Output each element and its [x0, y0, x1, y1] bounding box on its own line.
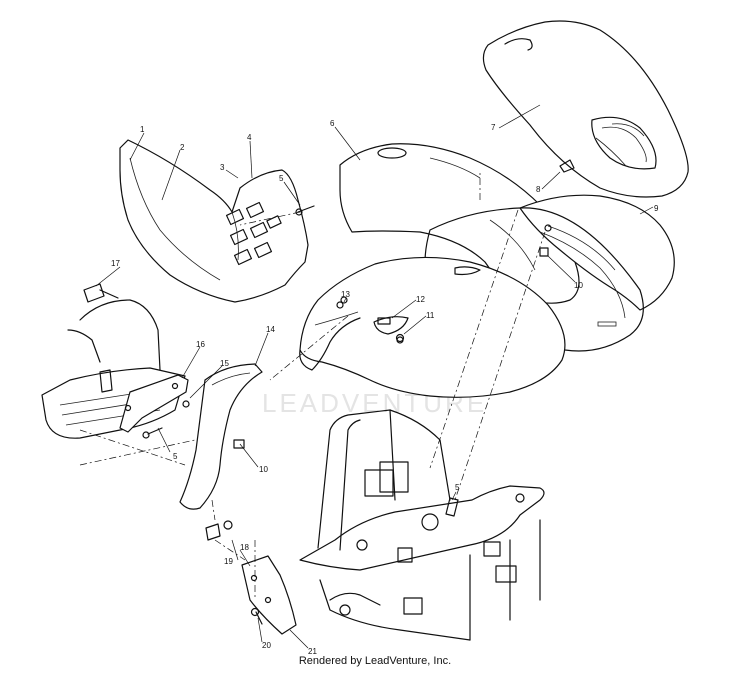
fasteners — [83, 159, 575, 625]
callout-10-lower: 10 — [259, 465, 268, 474]
callout-1: 1 — [140, 125, 145, 134]
callout-19: 19 — [224, 557, 233, 566]
callout-14: 14 — [266, 325, 275, 334]
callout-13: 13 — [341, 290, 350, 299]
callout-8: 8 — [536, 185, 541, 194]
callout-5-frame: 5 — [455, 483, 460, 492]
part-18-mudflap — [241, 555, 297, 635]
callout-7: 7 — [491, 123, 496, 132]
footer-credit: Rendered by LeadVenture, Inc. — [298, 655, 452, 667]
part-8-clip — [559, 159, 575, 173]
callout-5-lower-left: 5 — [173, 452, 178, 461]
part-6-front-cover — [339, 143, 580, 304]
part-12-clip — [377, 317, 391, 325]
callout-9: 9 — [654, 204, 659, 213]
callout-10: 10 — [574, 281, 583, 290]
callout-21: 21 — [308, 647, 317, 656]
part-frame — [299, 409, 545, 641]
callout-labels: 1 2 3 4 5 6 7 8 9 10 11 12 13 14 15 16 1… — [111, 119, 659, 656]
callout-6: 6 — [330, 119, 335, 128]
part-16-bracket — [119, 374, 189, 433]
callout-3: 3 — [220, 163, 225, 172]
part-7-seat — [482, 20, 689, 198]
part-19-nut — [205, 523, 221, 541]
part-10-nut — [539, 247, 549, 257]
part-13-screw — [340, 296, 348, 304]
leader-lines — [95, 104, 654, 649]
part-14-flap — [179, 363, 263, 510]
callout-18: 18 — [240, 543, 249, 552]
callout-5: 5 — [279, 174, 284, 183]
callout-17: 17 — [111, 259, 120, 268]
callout-16: 16 — [196, 340, 205, 349]
callout-15: 15 — [220, 359, 229, 368]
part-20-screw — [250, 607, 260, 617]
part-floorboard — [41, 299, 186, 439]
callout-11: 11 — [426, 311, 435, 320]
part-15-washer — [182, 400, 190, 408]
callout-2: 2 — [180, 143, 185, 152]
callout-4: 4 — [247, 133, 252, 142]
part-11-nut — [395, 333, 405, 343]
assembly-lines — [79, 170, 546, 600]
part-17-bolt — [83, 283, 119, 303]
part-1-4-side-panel — [119, 139, 309, 303]
callout-12: 12 — [416, 295, 425, 304]
callout-20: 20 — [262, 641, 271, 650]
part-10-nut-lower — [233, 439, 245, 449]
part-5-screw — [297, 205, 315, 213]
